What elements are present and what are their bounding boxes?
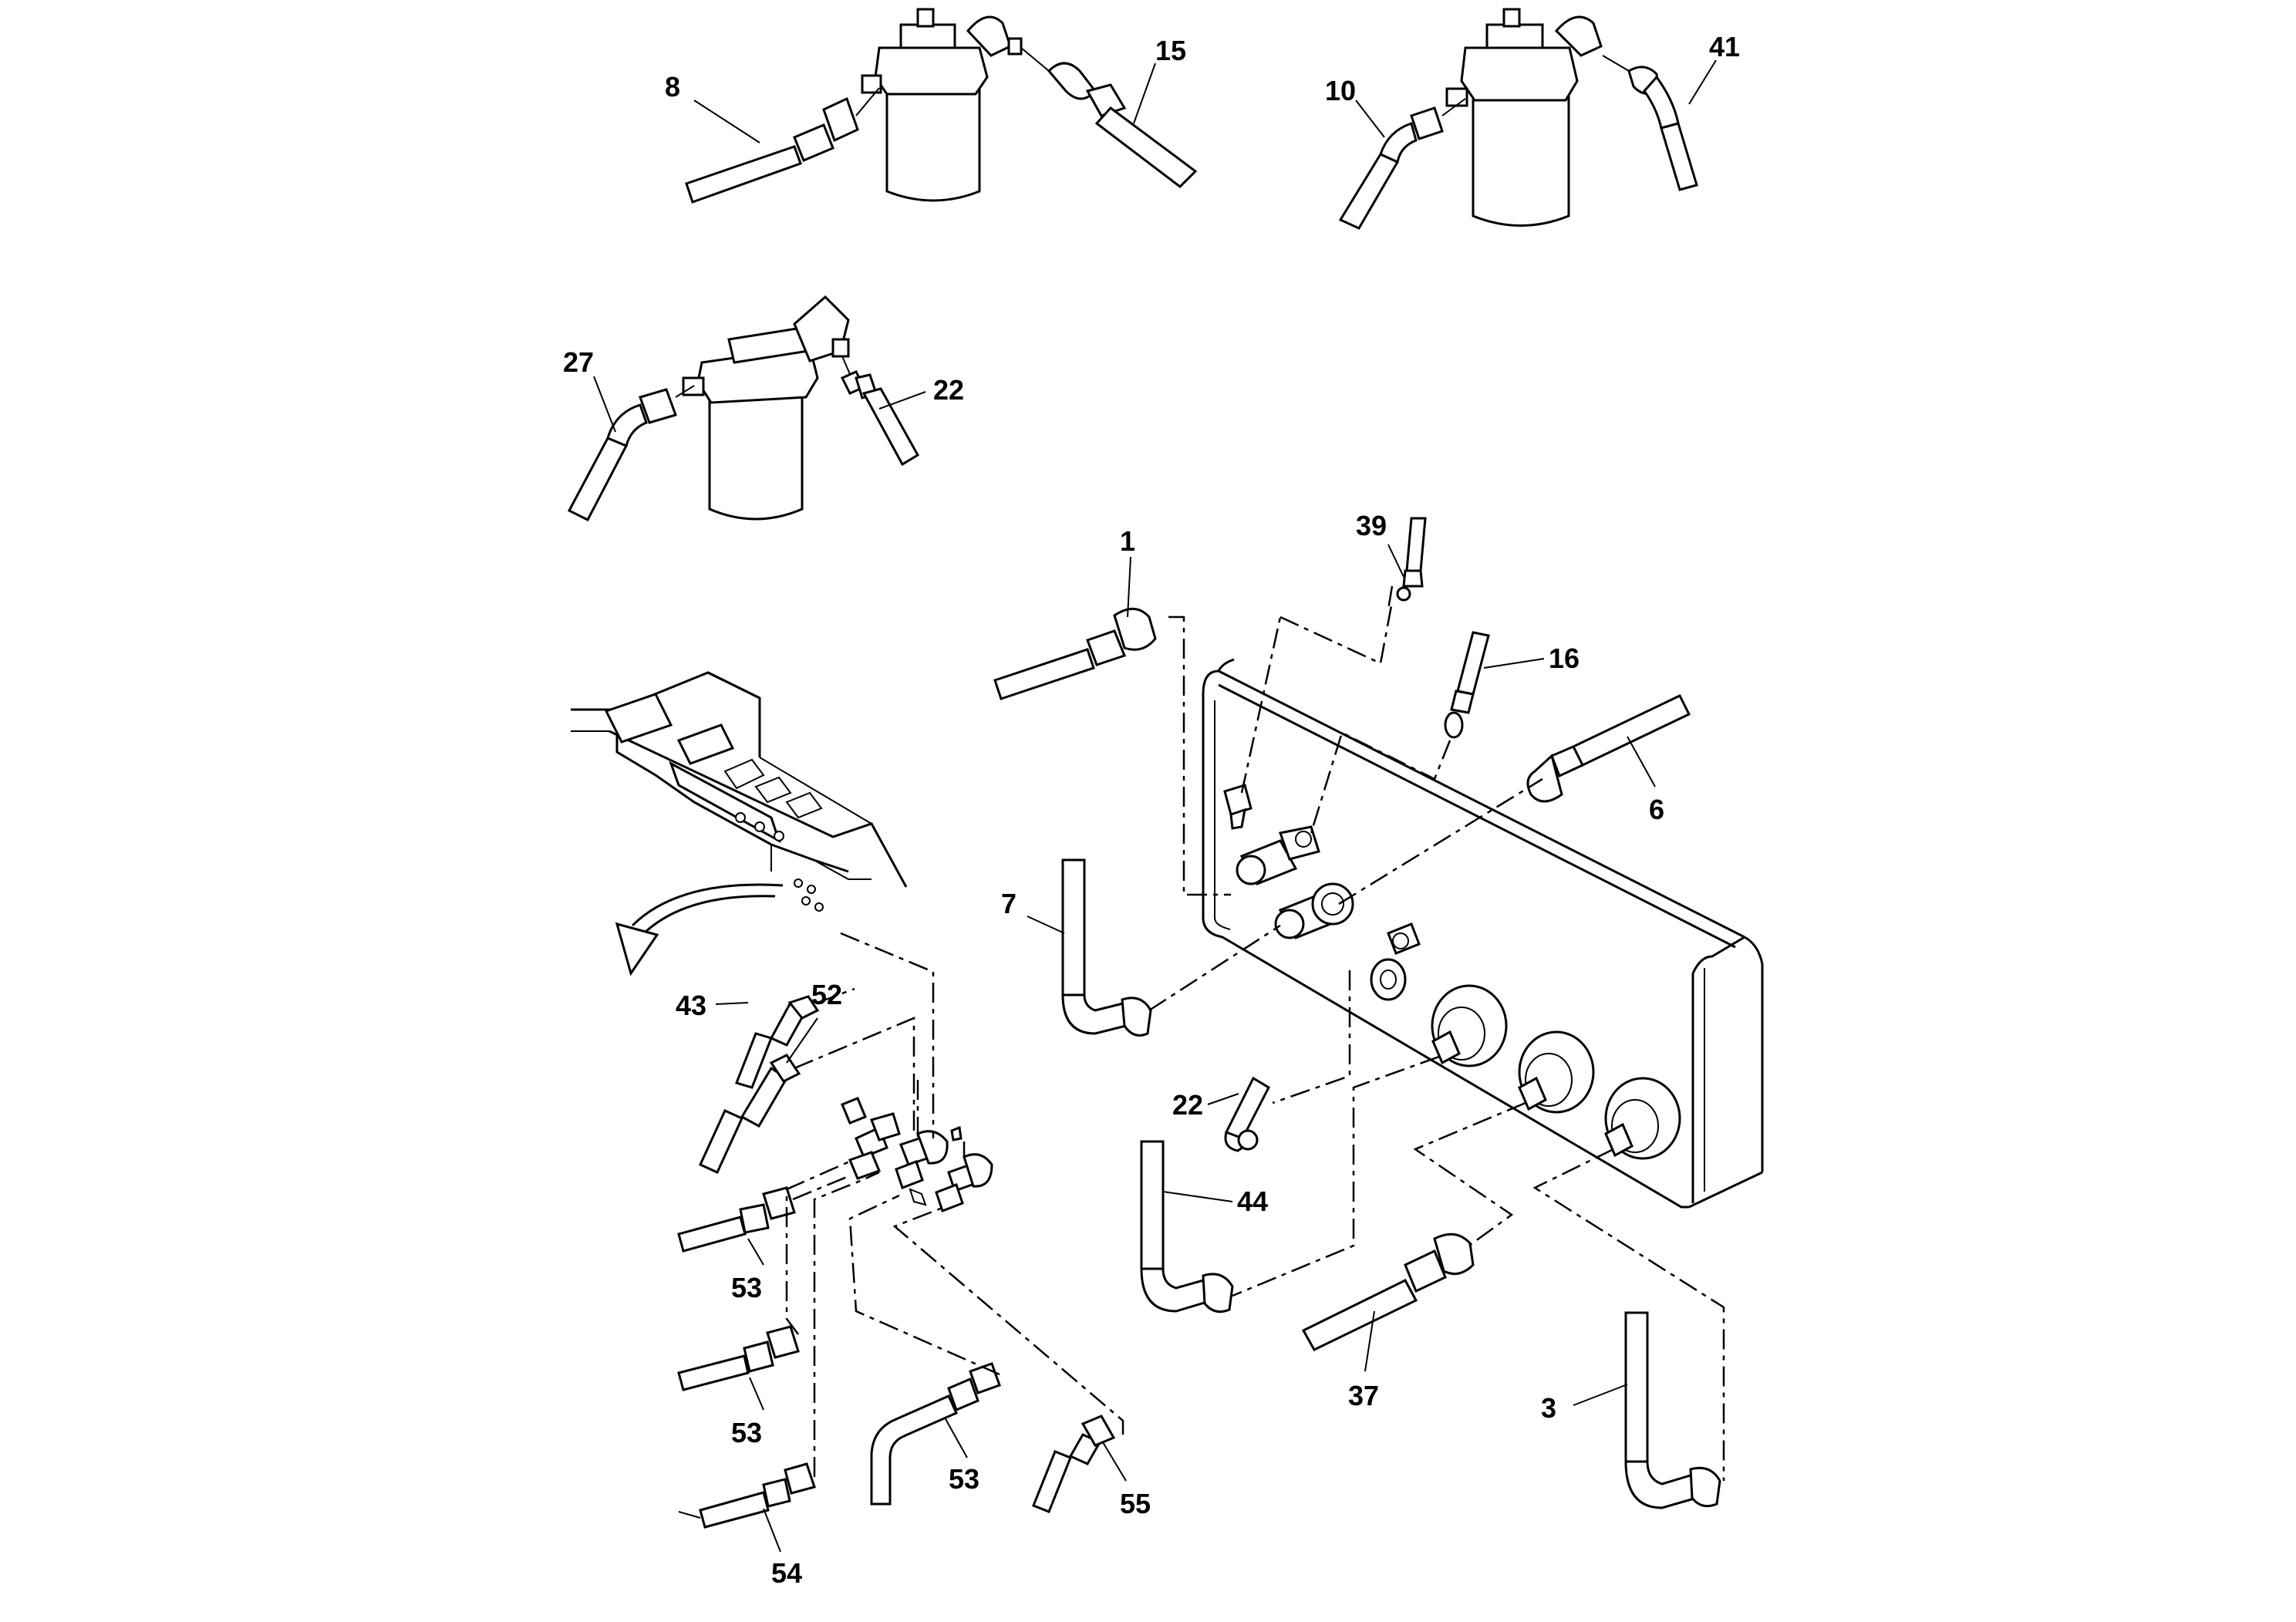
leader-44 bbox=[1162, 1191, 1233, 1202]
leader-22b bbox=[1207, 1093, 1239, 1105]
hose-41 bbox=[1602, 55, 1698, 191]
hose-53-a bbox=[677, 1186, 796, 1253]
callout-54: 54 bbox=[771, 1557, 802, 1589]
callout-15: 15 bbox=[1155, 35, 1186, 66]
callout-3: 3 bbox=[1541, 1392, 1556, 1424]
machine-frame bbox=[571, 671, 908, 912]
callout-6: 6 bbox=[1649, 794, 1664, 825]
callout-22-top: 22 bbox=[933, 374, 964, 406]
leader-8 bbox=[693, 99, 760, 143]
callout-52: 52 bbox=[811, 979, 842, 1010]
callout-7: 7 bbox=[1001, 888, 1017, 919]
hose-27 bbox=[567, 385, 695, 522]
leader-43 bbox=[715, 1002, 749, 1005]
hose-8 bbox=[685, 87, 880, 204]
callout-22-bottom: 22 bbox=[1172, 1089, 1203, 1121]
leader-15 bbox=[1133, 62, 1156, 124]
connection-lines-block bbox=[1148, 585, 1725, 1481]
fitting-cluster bbox=[841, 1097, 993, 1212]
callout-55: 55 bbox=[1120, 1488, 1151, 1519]
connection-lines-left bbox=[678, 932, 1124, 1519]
leader-6 bbox=[1627, 736, 1656, 787]
hose-52 bbox=[699, 1054, 801, 1174]
block-port-2 bbox=[1518, 1030, 1595, 1114]
leader-3 bbox=[1573, 1384, 1628, 1406]
leader-27 bbox=[593, 376, 616, 433]
block-fitting-2 bbox=[1236, 825, 1320, 885]
callout-39: 39 bbox=[1356, 510, 1387, 541]
hose-44 bbox=[1140, 1140, 1234, 1313]
hose-15 bbox=[1020, 47, 1198, 188]
leader-39 bbox=[1387, 544, 1404, 578]
leader-53b bbox=[749, 1377, 764, 1411]
leader-16 bbox=[1483, 658, 1545, 669]
hose-55 bbox=[1032, 1415, 1116, 1513]
hose-7 bbox=[1061, 858, 1152, 1037]
hose-37 bbox=[1301, 1233, 1475, 1351]
leader-41 bbox=[1688, 59, 1717, 105]
block-fitting-3 bbox=[1274, 882, 1354, 939]
hose-22-top bbox=[840, 356, 920, 467]
leader-1 bbox=[1127, 556, 1131, 618]
valve-block bbox=[1202, 658, 1764, 1209]
block-fitting-4 bbox=[1370, 922, 1421, 1001]
callout-37: 37 bbox=[1348, 1380, 1379, 1411]
hose-53-c bbox=[870, 1362, 1001, 1506]
leader-53c bbox=[944, 1417, 968, 1458]
block-port-1 bbox=[1431, 984, 1508, 1067]
hose-1 bbox=[993, 608, 1157, 700]
block-fitting-1 bbox=[1223, 784, 1253, 830]
hose-54 bbox=[699, 1462, 816, 1529]
leader-37 bbox=[1364, 1310, 1375, 1372]
callout-53-a: 53 bbox=[731, 1272, 762, 1303]
hose-16 bbox=[1444, 631, 1490, 739]
hose-3 bbox=[1624, 1311, 1721, 1509]
callout-1: 1 bbox=[1120, 525, 1135, 557]
leader-54 bbox=[763, 1508, 781, 1553]
leader-53a bbox=[747, 1238, 764, 1266]
leader-55 bbox=[1102, 1442, 1127, 1482]
hose-6 bbox=[1526, 694, 1691, 803]
filter-assembly-top-right bbox=[1445, 8, 1603, 227]
hose-22-bottom bbox=[1224, 1076, 1270, 1152]
hose-43 bbox=[735, 995, 820, 1089]
leader-22a bbox=[878, 391, 926, 410]
callout-53-b: 53 bbox=[731, 1417, 762, 1448]
filter-assembly-top-left bbox=[861, 8, 1023, 202]
leader-10 bbox=[1355, 99, 1385, 138]
callout-8: 8 bbox=[665, 71, 680, 103]
callout-41: 41 bbox=[1709, 31, 1740, 62]
leader-7 bbox=[1027, 916, 1065, 934]
leader-52 bbox=[786, 1017, 818, 1064]
callout-27: 27 bbox=[563, 346, 594, 378]
block-port-3 bbox=[1604, 1077, 1681, 1160]
curved-arrow bbox=[615, 883, 784, 976]
callout-16: 16 bbox=[1549, 642, 1580, 674]
filter-assembly-middle bbox=[682, 295, 850, 521]
callout-10: 10 bbox=[1325, 75, 1356, 106]
hose-39 bbox=[1396, 517, 1427, 602]
hose-10 bbox=[1338, 98, 1466, 230]
callout-43: 43 bbox=[676, 990, 706, 1021]
callout-44: 44 bbox=[1237, 1185, 1268, 1217]
callout-53-c: 53 bbox=[949, 1463, 979, 1495]
hose-53-b bbox=[677, 1325, 800, 1391]
